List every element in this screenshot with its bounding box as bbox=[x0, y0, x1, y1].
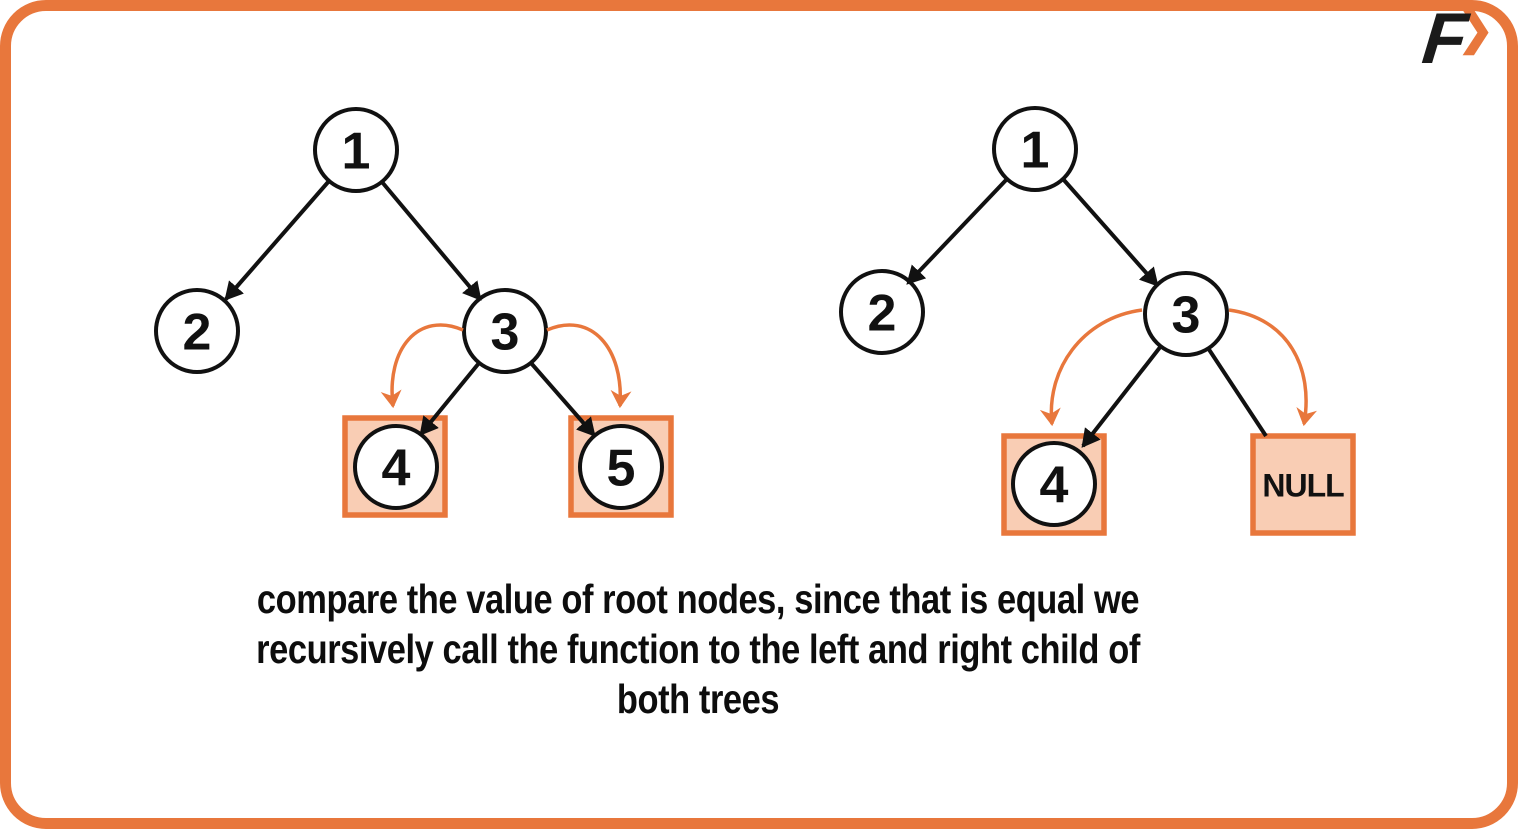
tree-right-node-rl-circle bbox=[1011, 441, 1097, 527]
tree-left-edge-3-4 bbox=[419, 361, 481, 436]
tree-left-node-left-circle bbox=[154, 288, 240, 374]
tree-right-node-left-label: 2 bbox=[868, 285, 897, 343]
caption-line-2: recursively call the function to the lef… bbox=[256, 626, 1140, 672]
tree-right-node-right-label: 3 bbox=[1172, 287, 1201, 345]
tree-left-recursive-call-left-arrow bbox=[380, 323, 464, 409]
tree-right-node-null-label: NULL bbox=[1262, 468, 1344, 504]
tree-right-edge-1-3 bbox=[1061, 177, 1159, 287]
tree-left-node-right-label: 3 bbox=[491, 304, 520, 362]
tree-right: 1 2 3 4 NULL bbox=[839, 106, 1356, 536]
tree-right-edge-3-4 bbox=[1081, 344, 1163, 448]
tree-left-node-root-circle bbox=[313, 107, 399, 193]
tree-left-edge-3-5 bbox=[529, 361, 596, 437]
caption-line-1: compare the value of root nodes, since t… bbox=[256, 576, 1140, 622]
tree-left-recursive-call-right-arrow bbox=[546, 323, 632, 409]
tree-left-node-root-label: 1 bbox=[342, 123, 371, 181]
tree-left-edge-1-2 bbox=[224, 179, 331, 301]
tree-left-node-right-circle bbox=[462, 288, 548, 374]
tree-left-node-rr-label: 5 bbox=[607, 440, 636, 498]
tree-left-node-left-label: 2 bbox=[183, 304, 212, 362]
tree-right-node-root-circle bbox=[992, 106, 1078, 192]
tree-left-node-rr-circle bbox=[578, 424, 664, 510]
tree-left-node-rl-circle bbox=[353, 424, 439, 510]
tree-right-recursive-call-left-arrow bbox=[1039, 308, 1143, 427]
logo-letter: F bbox=[1418, 0, 1472, 79]
caption-line-3: both trees bbox=[616, 676, 780, 722]
tree-right-node-right-circle bbox=[1143, 271, 1229, 357]
tree-left-edge-1-3 bbox=[380, 180, 482, 301]
tree-left-node-rl-label: 4 bbox=[382, 440, 411, 498]
logo-chevron-icon: ❯ bbox=[1457, 5, 1494, 54]
tree-right-recursive-call-right-arrow bbox=[1228, 308, 1318, 427]
tree-right-node-root-label: 1 bbox=[1021, 122, 1050, 180]
tree-right-edge-1-2 bbox=[906, 177, 1009, 285]
tree-right-highlight-box-null bbox=[1250, 433, 1356, 536]
caption-text: compare the value of root nodes, since t… bbox=[236, 574, 1160, 724]
tree-right-node-left-circle bbox=[839, 269, 925, 355]
tree-right-node-rl-label: 4 bbox=[1040, 457, 1069, 515]
tree-right-edge-3-null bbox=[1206, 346, 1268, 438]
brand-logo: F ❯ bbox=[1418, 0, 1494, 79]
tree-left: 1 2 3 4 5 bbox=[154, 107, 674, 518]
